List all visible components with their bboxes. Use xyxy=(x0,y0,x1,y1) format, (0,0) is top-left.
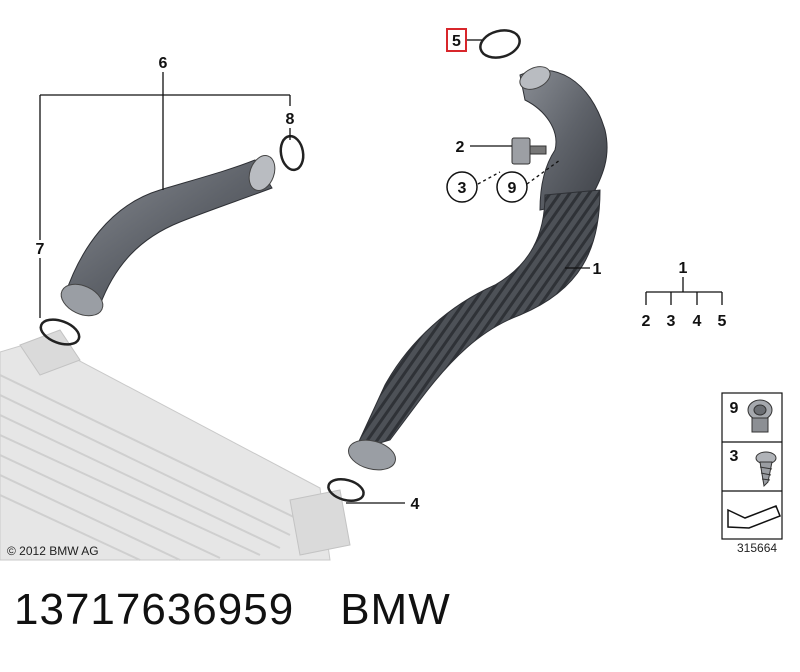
callout-9: 9 xyxy=(508,180,517,197)
callout-5: 5 xyxy=(452,33,461,50)
hose-6-illustration xyxy=(60,155,276,317)
callout-circle-3 xyxy=(446,171,478,203)
intercooler-illustration xyxy=(0,329,351,561)
copyright-text: © 2012 BMW AG xyxy=(7,544,99,558)
callout-2: 2 xyxy=(456,139,465,156)
highlight-box-5 xyxy=(446,28,467,52)
o-ring-8-illustration xyxy=(279,134,305,172)
brand-name: BMW xyxy=(340,585,451,634)
seal-4-illustration xyxy=(327,478,365,502)
footer-caption: 13717636959 BMW xyxy=(14,585,451,655)
callout-8: 8 xyxy=(286,111,295,128)
legend-item-3: 3 xyxy=(730,448,739,465)
parts-diagram: 6 8 7 1 4 2 5 3 9 1 2 3 4 5 9 3 xyxy=(0,28,783,561)
hose-1-illustration xyxy=(348,66,608,471)
callout-6: 6 xyxy=(159,55,168,72)
seal-7-illustration xyxy=(39,318,81,346)
tree-child-4: 4 xyxy=(693,313,702,330)
tree-root: 1 xyxy=(679,260,688,277)
screw-icon xyxy=(755,451,777,488)
clip-fastener-icon xyxy=(747,399,773,433)
legend-item-9: 9 xyxy=(730,400,739,417)
sensor-part-2-illustration xyxy=(511,137,547,165)
o-ring-5-illustration xyxy=(479,29,521,59)
tree-child-2: 2 xyxy=(642,313,651,330)
part-number: 13717636959 xyxy=(14,585,295,634)
arrow-indicator-icon xyxy=(727,505,781,529)
tree-child-3: 3 xyxy=(667,313,676,330)
callout-lines xyxy=(39,39,723,504)
callout-3: 3 xyxy=(458,180,467,197)
callout-7: 7 xyxy=(36,241,45,258)
legend-box: 9 3 xyxy=(721,392,783,540)
callout-circle-9 xyxy=(496,171,528,203)
tree-child-5: 5 xyxy=(718,313,727,330)
callout-1: 1 xyxy=(593,261,602,278)
callout-4: 4 xyxy=(411,496,420,513)
diagram-number: 315664 xyxy=(737,541,777,555)
